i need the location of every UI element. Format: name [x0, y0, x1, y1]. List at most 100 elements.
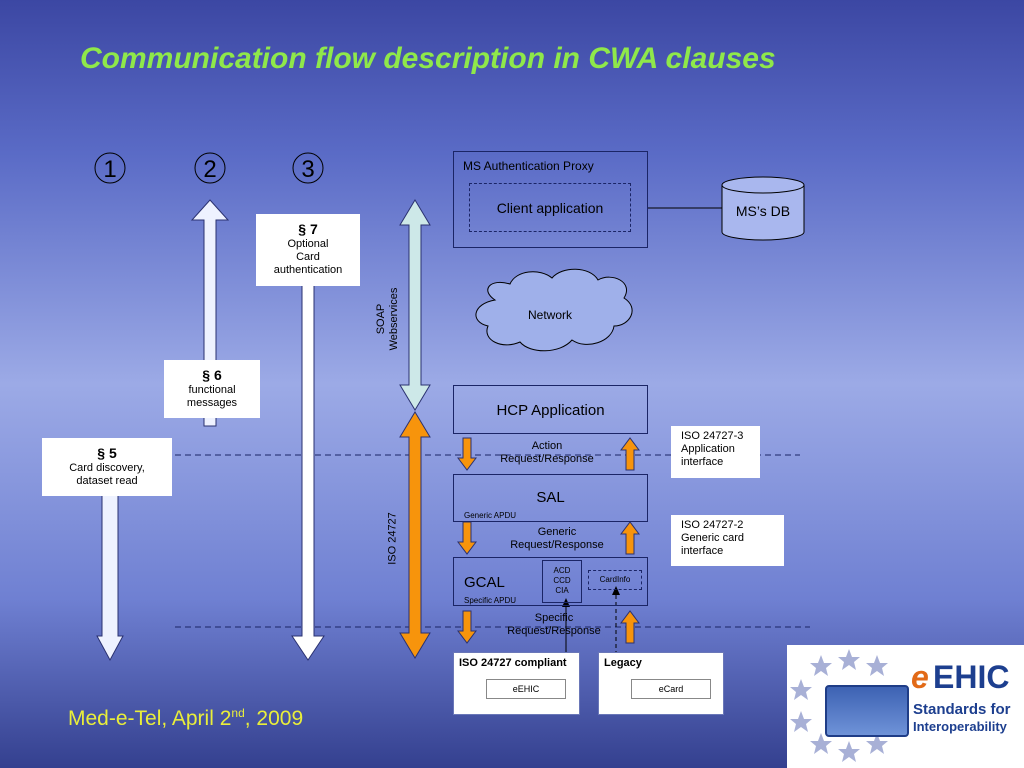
sal-label: SAL — [536, 489, 565, 506]
action-label-line1: Action — [531, 440, 563, 452]
iso-24727-2-line2: Generic card — [681, 532, 744, 544]
eu-star — [866, 733, 888, 754]
column-marker-3-label: 3 — [301, 156, 314, 183]
clause-5-box: § 5 Card discovery, dataset read — [42, 438, 172, 496]
soap-label: SOAP Webservices — [375, 279, 401, 359]
eu-star — [838, 741, 860, 762]
clause-5-line1: Card discovery, — [69, 462, 145, 474]
action-label: Action Request/Response — [486, 440, 608, 466]
eu-star — [838, 649, 860, 670]
soap-label-line1: SOAP — [375, 303, 387, 335]
ms-db-cylinder — [721, 185, 805, 241]
cardinfo-block: CardInfo — [588, 570, 642, 590]
iso-24727-3-line3: interface — [681, 456, 724, 468]
generic-label-line2: Request/Response — [510, 539, 604, 551]
legacy-title: Legacy — [604, 657, 642, 669]
iso-24727-3-box: ISO 24727-3 Application interface — [671, 426, 760, 478]
eu-star — [790, 711, 812, 732]
gcal-box: GCAL Specific APDU ACD CCD CIA CardInfo — [453, 557, 648, 606]
specific-response-arrow — [620, 610, 640, 644]
specific-request-arrow — [457, 610, 477, 644]
client-application-box: Client application — [469, 183, 631, 232]
cardinfo-connector-arrowhead — [612, 586, 620, 595]
cia-label: CIA — [555, 586, 569, 595]
legacy-card-panel: Legacy eCard — [598, 652, 724, 715]
sal-apdu-label: Generic APDU — [464, 511, 517, 520]
logo-e: e — [911, 659, 929, 695]
network-cloud — [475, 268, 633, 352]
column-1-down-arrow — [96, 479, 124, 662]
clause-6-line1: functional — [188, 384, 236, 396]
eu-star — [790, 679, 812, 700]
hcp-application-label: HCP Application — [496, 402, 605, 419]
iso-24727-2-line1: ISO 24727-2 — [681, 519, 744, 531]
gcal-apdu-label: Specific APDU — [464, 596, 517, 605]
ms-db-label: MS’s DB — [735, 203, 791, 219]
action-response-arrow — [620, 437, 640, 471]
footer-prefix: Med-e-Tel, April 2 — [68, 707, 232, 730]
specific-label-line2: Request/Response — [507, 625, 601, 637]
eu-star — [866, 655, 888, 676]
health-card-icon — [825, 685, 909, 737]
logo-ehic: EHIC — [933, 659, 1010, 695]
clause-7-line1: Optional — [287, 238, 329, 250]
eu-star — [810, 655, 832, 676]
generic-response-arrow — [620, 521, 640, 555]
acd-label: ACD — [553, 566, 571, 575]
gcal-acd-block: ACD CCD CIA — [542, 560, 582, 603]
iso-compliant-card-panel: ISO 24727 compliant eEHIC — [453, 652, 580, 715]
action-request-arrow — [457, 437, 477, 471]
column-marker-1 — [94, 152, 126, 184]
clause-5-number: § 5 — [97, 445, 117, 461]
client-application-label: Client application — [496, 200, 604, 216]
network-label: Network — [527, 308, 572, 322]
ms-authentication-proxy-box — [453, 151, 648, 248]
iso-24727-3-line2: Application — [681, 443, 735, 455]
clause-7-line3: authentication — [273, 264, 343, 276]
iso-24727-arrow — [399, 411, 431, 659]
clause-7-line2: Card — [296, 251, 320, 263]
footer-suffix: , 2009 — [244, 707, 304, 730]
column-marker-3 — [292, 152, 324, 184]
footer-date: Med-e-Tel, April 2nd, 2009 — [68, 706, 303, 731]
clause-5-line2: dataset read — [76, 475, 138, 487]
gcal-label: GCAL — [464, 574, 505, 591]
logo-tagline-2: Interoperability — [913, 719, 1007, 734]
iso-24727-2-line3: interface — [681, 545, 724, 557]
eehic-card: eEHIC — [486, 679, 566, 699]
footer-sup: nd — [231, 706, 245, 720]
soap-label-line2: Webservices — [388, 287, 400, 351]
column-marker-2-label: 2 — [203, 156, 216, 183]
specific-label: Specific Request/Response — [492, 612, 616, 638]
clause-6-box: § 6 functional messages — [164, 360, 260, 418]
sal-box: SAL Generic APDU — [453, 474, 648, 522]
soap-webservices-arrow — [399, 199, 431, 411]
column-marker-2 — [194, 152, 226, 184]
logo-tagline-1: Standards for — [913, 701, 1011, 718]
column-marker-1-label: 1 — [103, 156, 116, 183]
ms-proxy-title: MS Authentication Proxy — [463, 159, 594, 173]
clause-6-line2: messages — [186, 397, 238, 409]
specific-label-line1: Specific — [534, 612, 574, 624]
action-label-line2: Request/Response — [500, 453, 594, 465]
eehic-logo: e EHIC Standards for Interoperability — [787, 645, 1024, 768]
column-3-down-arrow — [291, 279, 325, 661]
generic-label: Generic Request/Response — [496, 526, 618, 552]
generic-label-line1: Generic — [537, 526, 577, 538]
eu-star — [810, 733, 832, 754]
clause-7-number: § 7 — [298, 221, 318, 237]
clause-6-number: § 6 — [202, 367, 222, 383]
iso-24727-2-box: ISO 24727-2 Generic card interface — [671, 515, 784, 566]
iso-24727-label: ISO 24727 — [386, 512, 399, 565]
iso-24727-3-line1: ISO 24727-3 — [681, 430, 744, 442]
page-title: Communication flow description in CWA cl… — [80, 42, 776, 75]
clause-7-box: § 7 Optional Card authentication — [256, 214, 360, 286]
eu-stars-icon — [790, 649, 888, 762]
hcp-application-box: HCP Application — [453, 385, 648, 434]
iso-compliant-title: ISO 24727 compliant — [459, 657, 567, 669]
cardinfo-label: CardInfo — [599, 575, 631, 584]
generic-request-arrow — [457, 521, 477, 555]
ecard-card: eCard — [631, 679, 711, 699]
ccd-label: CCD — [553, 576, 571, 585]
